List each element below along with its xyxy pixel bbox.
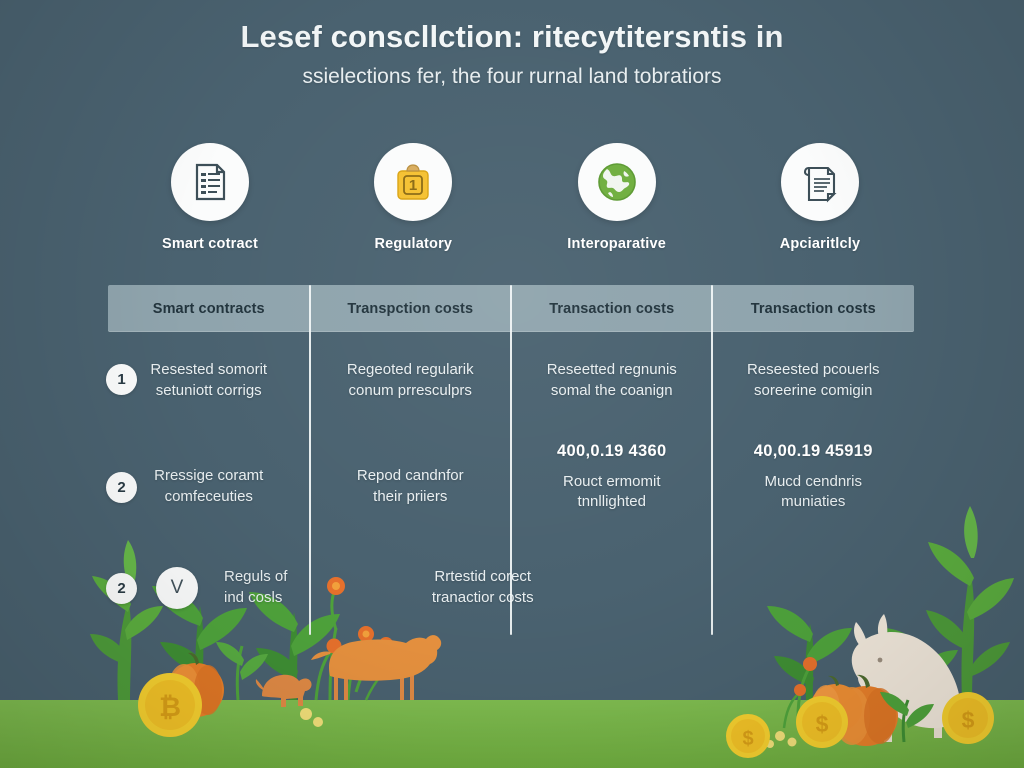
cell-line-2: their priiers (373, 487, 448, 505)
cell-line-1: Resested somorit (150, 361, 268, 378)
table-cell: Reguls of ind cosls (108, 567, 397, 608)
cell-line-1: Reseested pcouerls (746, 361, 880, 378)
table-cell: Resested somorit setuniott corrigs (108, 360, 310, 401)
cell-value: 400,0.19 4360 (557, 442, 667, 460)
cell-line-2: ind cosls (224, 588, 283, 606)
verified-marker-icon[interactable]: V (156, 567, 198, 609)
cell-line-2: tranactior costs (431, 588, 534, 606)
column-divider (711, 285, 713, 635)
category-label: Smart cotract (161, 236, 259, 252)
cell-line-2: comfeceuties (164, 487, 253, 505)
column-divider (309, 285, 311, 635)
cell-line-1: Mucd cendnris (764, 472, 863, 490)
plant-sprout-center (216, 642, 268, 701)
cell-line-2: somal the coanign (550, 381, 673, 399)
category-apciaritlcly[interactable]: Apciaritlcly (720, 143, 920, 252)
table-cell: Rrtestid corect tranactior costs (397, 567, 570, 608)
plant-stalk-right (926, 506, 1014, 700)
category-icon-row: Smart cotract 1 Regulatory (110, 143, 920, 252)
table-cell: 400,0.19 4360 Rouct ermomit tnnllighted (511, 440, 713, 513)
document-lines-icon (171, 143, 249, 221)
category-regulatory[interactable]: 1 Regulatory (313, 143, 513, 252)
page-title: Lesef conscllction: ritecytitersntis in (240, 19, 784, 54)
cell-line-2: soreerine comigin (754, 381, 873, 399)
cell-line-1: Rouct ermomit (562, 472, 661, 490)
globe-icon (577, 143, 656, 221)
category-interoperative[interactable]: Interoparative (517, 143, 717, 252)
column-divider (510, 285, 512, 635)
table-cell: 40,00.19 45919 Mucd cendnris muniaties (713, 440, 915, 513)
category-label: Interoparative (567, 236, 666, 252)
category-label: Regulatory (374, 236, 453, 252)
cell-line-1: Reseetted regnunis (546, 361, 677, 378)
category-smart-contract[interactable]: Smart cotract (110, 143, 310, 252)
table-cell: Regeoted regularik conum prresculprs (310, 360, 512, 401)
title-block: Lesef conscllction: ritecytitersntis in … (0, 18, 1024, 90)
table-row[interactable]: 1 Resested somorit setuniott corrigs Reg… (106, 360, 915, 401)
cell-line-1: Regeoted regularik (346, 361, 474, 378)
cell-line-2: muniaties (781, 493, 846, 511)
table-cell: Rressige coramt comfeceuties (108, 440, 310, 513)
cell-line-1: Repod candnfor (356, 467, 464, 484)
svg-text:1: 1 (409, 177, 417, 194)
cell-line-2: tnnllighted (577, 493, 646, 511)
cell-line-1: Reguls of (224, 568, 288, 585)
row-badge: 1 (106, 364, 137, 395)
category-label: Apciaritlcly (779, 236, 861, 252)
cell-line-1: Rrtestid corect (434, 568, 532, 585)
ground-band (0, 700, 1024, 768)
page-subtitle: ssielections fer, the four rurnal land t… (302, 64, 722, 88)
table-cell: Reseested pcouerls soreerine comigin (713, 360, 915, 401)
row-badge: 2 (106, 573, 137, 604)
comparison-table: Smart contracts Transpction costs Transa… (106, 285, 914, 635)
column-header: Transpction costs (347, 300, 474, 317)
cell-line-1: Rressige coramt (154, 467, 264, 484)
scroll-document-icon (780, 143, 859, 221)
table-cell: Repod candnfor their priiers (310, 440, 512, 513)
column-header: Transaction costs (549, 300, 675, 317)
plant-broadleaf-right (767, 606, 852, 700)
table-cell: Reseetted regnunis somal the coanign (511, 360, 713, 401)
row-badge: 2 (106, 472, 137, 503)
table-cell (569, 567, 742, 608)
cow-silhouette (311, 635, 442, 700)
cell-line-2: setuniott corrigs (155, 381, 262, 399)
table-row[interactable]: 2 Rressige coramt comfeceuties Repod can… (106, 440, 915, 513)
column-header: Transaction costs (750, 300, 876, 317)
plant-stalk-left (90, 540, 163, 700)
clipboard-number-one-icon: 1 (374, 143, 453, 221)
cell-value: 40,00.19 45919 (753, 442, 873, 460)
table-cell (742, 567, 915, 608)
column-header: Smart contracts (152, 300, 265, 317)
cell-line-2: conum prresculprs (348, 381, 472, 399)
